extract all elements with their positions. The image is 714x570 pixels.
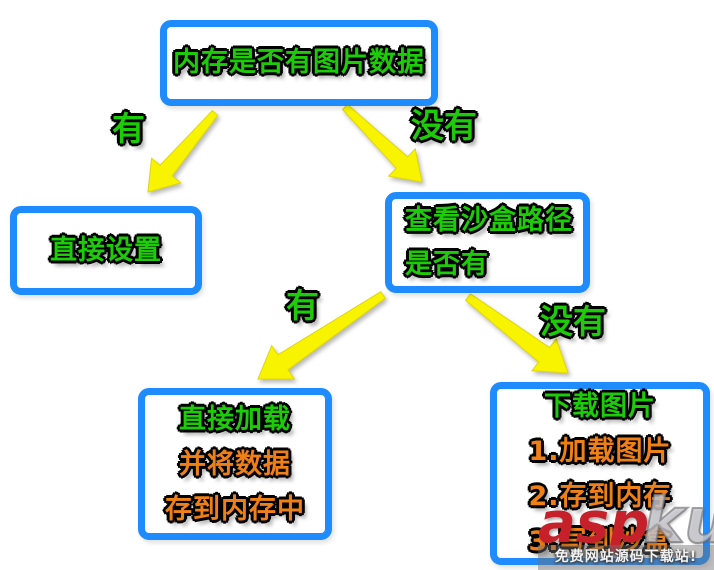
edge-label-has-2: 有 [286,286,319,325]
node-load-direct-line2: 并将数据 [179,448,291,480]
arrow-top-to-right-icon [341,103,423,183]
edge-label-not-1: 没有 [411,106,477,145]
node-download-line4: 3.写到沙盒 [528,525,672,557]
node-load-direct-line3: 存到内存中 [165,493,305,525]
node-download-line1: 下载图片 [544,390,656,422]
node-load-direct-line1: 直接加载 [179,403,291,435]
arrow-top-to-left-icon [147,110,219,193]
node-check-sandbox-line2: 是否有 [405,248,489,280]
node-memory-has-image-data: 内存是否有图片数据 [160,20,438,106]
node-download-image: 下载图片 1.加载图片 2.存到内存 3.写到沙盒 [490,382,710,565]
node-set-directly-text: 直接设置 [50,234,162,266]
watermark-caption: 免费网站源码下载站! [538,545,714,570]
arrow-right-to-bottomright-icon [464,293,569,374]
node-load-direct-cache: 直接加载 并将数据 存到内存中 [138,388,332,540]
edge-label-not-2: 没有 [540,302,606,341]
arrow-right-to-bottomleft-icon [257,291,386,380]
node-set-directly: 直接设置 [10,206,202,295]
node-check-sandbox-line1: 查看沙盒路径 [405,204,573,236]
node-download-line3: 2.存到内存 [528,480,672,512]
node-download-line2: 1.加载图片 [528,435,672,467]
edge-label-has-1: 有 [112,109,145,148]
node-memory-text: 内存是否有图片数据 [173,47,425,78]
node-check-sandbox-path: 查看沙盒路径 是否有 [385,192,590,293]
